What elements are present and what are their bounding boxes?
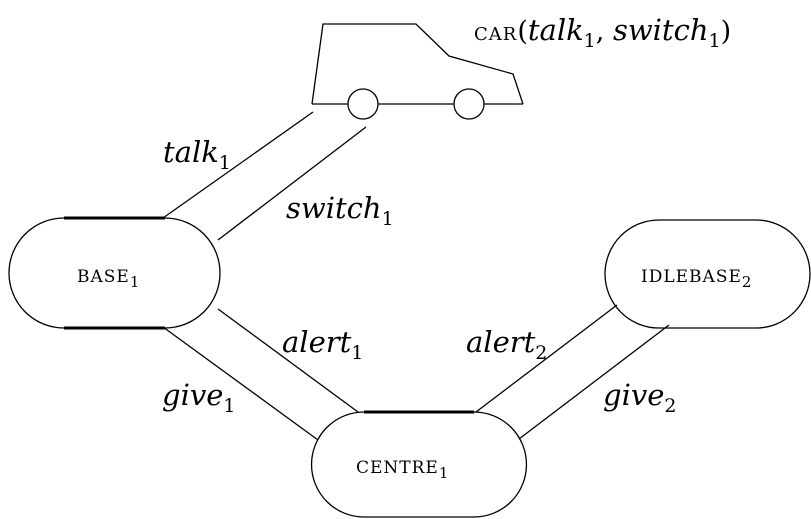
centre1-node: CENTRE1 <box>310 410 528 518</box>
base1-node: BASE1 <box>8 216 221 330</box>
give2-label: give2 <box>603 378 676 417</box>
switch1-channel-line <box>217 126 367 241</box>
centre1-label: CENTRE1 <box>356 458 448 482</box>
talk1-label: talk1 <box>163 135 231 174</box>
give2-channel-line <box>518 324 670 440</box>
car-label: CAR(talk1, switch1) <box>474 13 731 52</box>
give1-label: give1 <box>162 378 235 417</box>
idlebase2-node-outline <box>604 219 811 329</box>
car-shape <box>311 23 524 120</box>
idlebase2-node: IDLEBASE2 <box>604 219 811 329</box>
car-rear-wheel <box>453 88 485 120</box>
alert2-label: alert2 <box>466 325 547 364</box>
switch1-label: switch1 <box>286 191 394 230</box>
give1-channel-line <box>162 326 319 441</box>
base1-label: BASE1 <box>77 267 139 291</box>
alert1-label: alert1 <box>282 325 363 364</box>
talk1-channel-line <box>162 111 314 219</box>
alert1-channel-line <box>217 308 359 413</box>
car-body-outline <box>311 23 524 105</box>
car-front-wheel <box>347 88 379 120</box>
centre1-node-outline <box>310 411 528 518</box>
idlebase2-label: IDLEBASE2 <box>641 267 751 291</box>
alert2-channel-line <box>475 304 618 413</box>
